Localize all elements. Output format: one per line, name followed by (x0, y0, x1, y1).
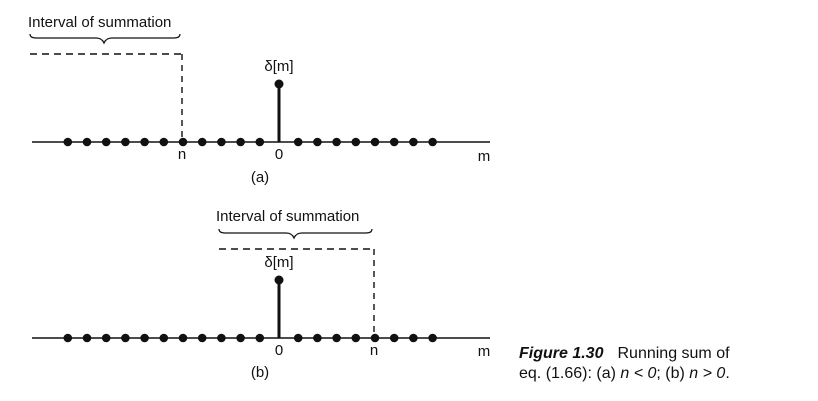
sample-dot-b (428, 333, 437, 343)
sample-dot-a (409, 137, 418, 147)
delta-head-b (274, 275, 284, 285)
figure-number: Figure 1.30 (519, 345, 604, 362)
sublabel-a: (a) (251, 169, 269, 186)
sample-dot-a (236, 137, 245, 147)
delta-label-a: δ[m] (264, 58, 293, 75)
sample-dot-a (159, 137, 169, 147)
sample-dot-a (178, 137, 188, 147)
interval-label-a: Interval of summation (28, 14, 171, 31)
axis-label-b: m (478, 343, 491, 360)
n-label-b: n (370, 342, 378, 359)
sample-dot-b (217, 333, 226, 343)
sample-dot-b (332, 333, 341, 343)
delta-head-a (274, 79, 284, 89)
sample-dot-b (236, 333, 245, 343)
sample-dot-b (101, 333, 111, 343)
brace-a (29, 33, 181, 45)
zero-label-b: 0 (275, 342, 283, 359)
samples-b (63, 333, 437, 343)
sample-dot-b (370, 333, 380, 343)
sample-dot-b (351, 333, 361, 343)
sample-dot-a (63, 137, 73, 147)
caption-text-2: eq. (1.66): (a) (519, 365, 621, 382)
interval-label-b: Interval of summation (216, 208, 359, 225)
delta-label-b: δ[m] (264, 254, 293, 271)
sample-dot-a (217, 137, 226, 147)
caption-text-mid: ; (b) (656, 365, 690, 382)
sample-dot-a (370, 137, 380, 147)
sample-dot-b (293, 333, 303, 343)
sample-dot-a (101, 137, 111, 147)
sample-dot-b (140, 333, 149, 343)
axis-label-a: m (478, 148, 491, 165)
caption-text-1: Running sum of (617, 345, 730, 362)
caption-cond-b: n > 0 (689, 365, 726, 382)
sample-dot-a (255, 137, 265, 147)
zero-label-a: 0 (275, 146, 283, 163)
caption-text-end: . (725, 365, 730, 382)
panel-a: Interval of summation δ[m] n 0 m (a) (28, 14, 490, 186)
caption-cond-a: n < 0 (620, 365, 657, 382)
sample-dot-b (159, 333, 169, 343)
panel-b: Interval of summation δ[m] 0 n m (b) (32, 208, 490, 381)
caption-line-2: eq. (1.66): (a) n < 0; (b) n > 0. (519, 364, 730, 384)
sample-dot-a (389, 137, 399, 147)
sample-dot-a (313, 137, 322, 147)
sublabel-b: (b) (251, 364, 269, 381)
sample-dot-b (197, 333, 207, 343)
sample-dot-b (82, 333, 92, 343)
sample-dot-b (313, 333, 322, 343)
figure-caption: Figure 1.30 Running sum of eq. (1.66): (a… (519, 344, 730, 384)
sample-dot-b (63, 333, 73, 343)
sample-dot-b (409, 333, 418, 343)
sample-dot-a (121, 137, 130, 147)
n-label-a: n (178, 146, 186, 163)
sample-dot-a (140, 137, 149, 147)
sample-dot-a (332, 137, 341, 147)
sample-dot-b (389, 333, 399, 343)
sample-dot-a (351, 137, 361, 147)
sample-dot-b (255, 333, 265, 343)
sample-dot-a (293, 137, 303, 147)
sample-dot-a (82, 137, 92, 147)
brace-b (218, 228, 373, 240)
sample-dot-b (121, 333, 130, 343)
caption-line-1: Figure 1.30 Running sum of (519, 344, 730, 364)
sample-dot-a (428, 137, 437, 147)
sample-dot-a (197, 137, 207, 147)
sample-dot-b (178, 333, 188, 343)
samples-a (63, 137, 437, 147)
